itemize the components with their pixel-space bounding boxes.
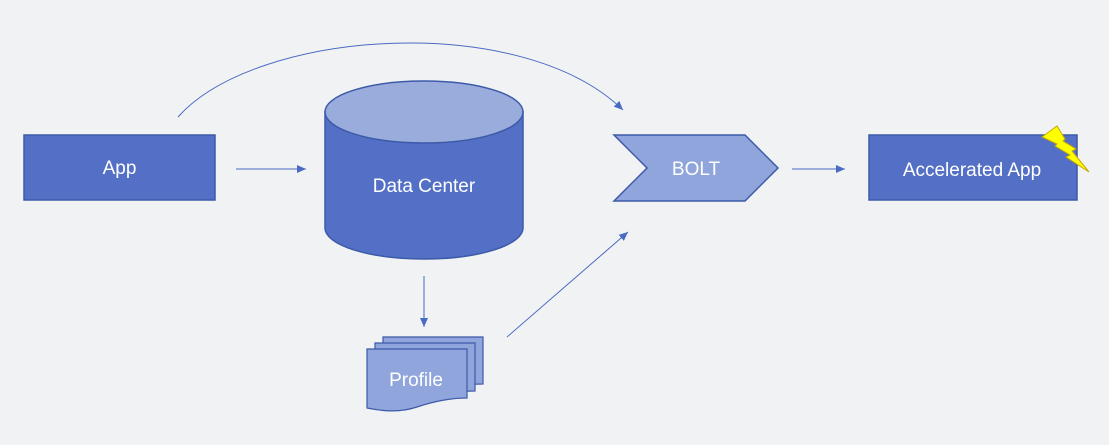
accelerated-app-label: Accelerated App [903, 160, 1041, 181]
bolt-label: BOLT [672, 159, 721, 180]
profile-label: Profile [389, 370, 443, 391]
accelerated-app-node: Accelerated App [868, 134, 1078, 201]
data-center-node: Data Center [324, 80, 524, 260]
bolt-node: BOLT [612, 134, 780, 202]
arrow-app-to-bolt [177, 42, 624, 118]
arrow-profile-to-bolt [506, 231, 629, 338]
app-label: App [103, 158, 137, 179]
profile-node: Profile [366, 336, 484, 412]
data-center-top [324, 80, 524, 144]
app-node: App [23, 134, 216, 201]
data-center-label: Data Center [373, 176, 476, 197]
lightning-bolt-icon [1041, 125, 1090, 173]
